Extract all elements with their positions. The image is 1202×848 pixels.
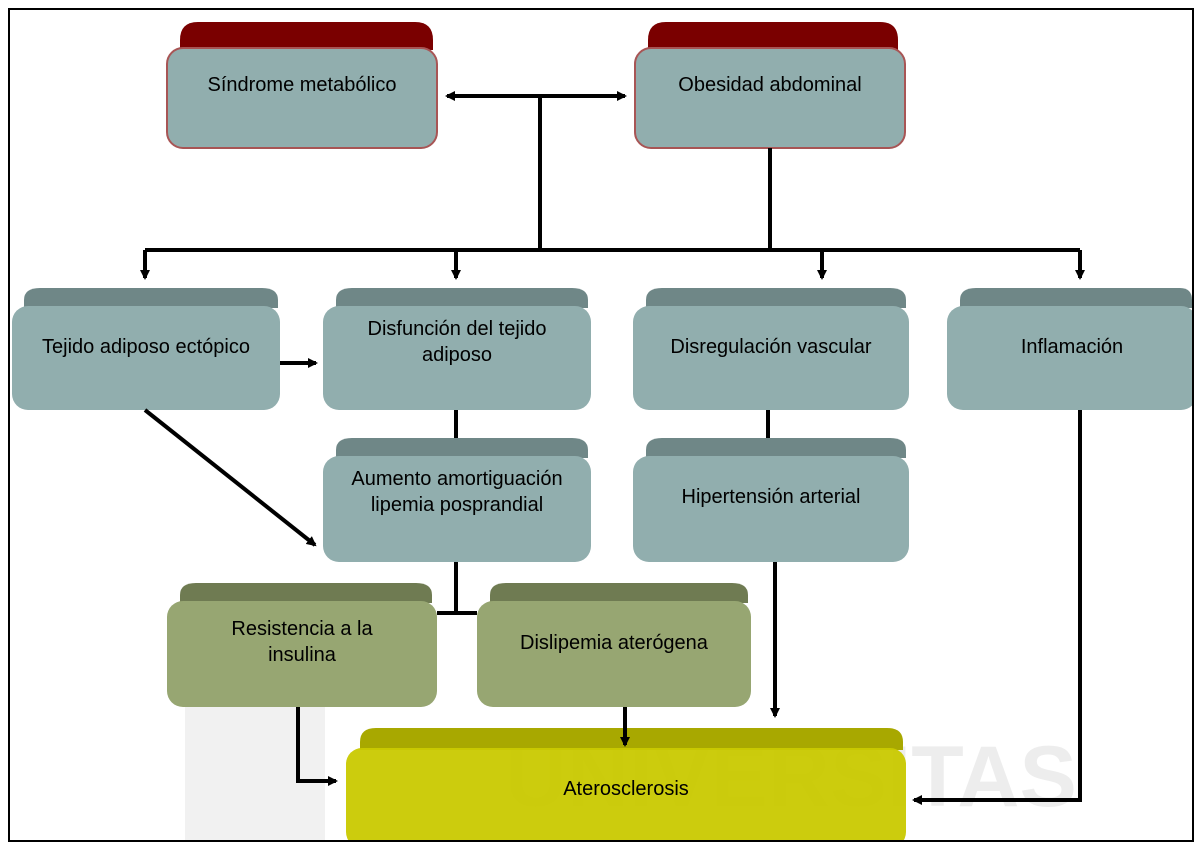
- arrow-inflamacion-ateros: [912, 410, 1082, 805]
- node-disregulacion-vascular: [633, 288, 909, 410]
- label-resistencia-insulina: Resistencia a la insulina: [231, 618, 373, 666]
- label-disfuncion-tejido-adiposo: Disfunción del tejido adiposo: [367, 318, 547, 366]
- label-obesidad-abdominal: Obesidad abdominal: [678, 74, 862, 96]
- node-aumento-amortiguacion: [323, 438, 591, 562]
- node-tejido-adiposo-ectopico: [12, 288, 280, 410]
- connectors: [140, 91, 1085, 805]
- node-dislipemia-aterogena: [477, 583, 751, 707]
- label-sindrome-metabolico: Síndrome metabólico: [207, 74, 397, 96]
- node-sindrome-metabolico: [166, 22, 438, 149]
- node-inflamacion: [947, 288, 1192, 410]
- label-inflamacion: Inflamación: [1020, 336, 1124, 358]
- label-hipertension-arterial: Hipertensión arterial: [681, 486, 861, 508]
- node-hipertension-arterial: [633, 438, 909, 562]
- node-resistencia-insulina: [167, 583, 437, 707]
- label-tejido-adiposo-ectopico: Tejido adiposo ectópico: [42, 336, 250, 358]
- diagram-frame: UNIVERSITAS: [8, 8, 1194, 842]
- label-dislipemia-aterogena: Dislipemia aterógena: [520, 632, 708, 654]
- node-disfuncion-tejido-adiposo: [323, 288, 591, 410]
- node-obesidad-abdominal: [634, 22, 906, 149]
- node-aterosclerosis: [346, 728, 906, 840]
- label-disregulacion-vascular: Disregulación vascular: [670, 336, 872, 358]
- arrow-ectopico-aumento: [143, 408, 317, 547]
- label-aterosclerosis: Aterosclerosis: [563, 778, 689, 800]
- label-aumento-amortiguacion: Aumento amortiguación lipemia posprandia…: [351, 468, 563, 516]
- flow-diagram: UNIVERSITAS: [12, 22, 1192, 840]
- arrow-resistencia-ateros: [296, 707, 338, 786]
